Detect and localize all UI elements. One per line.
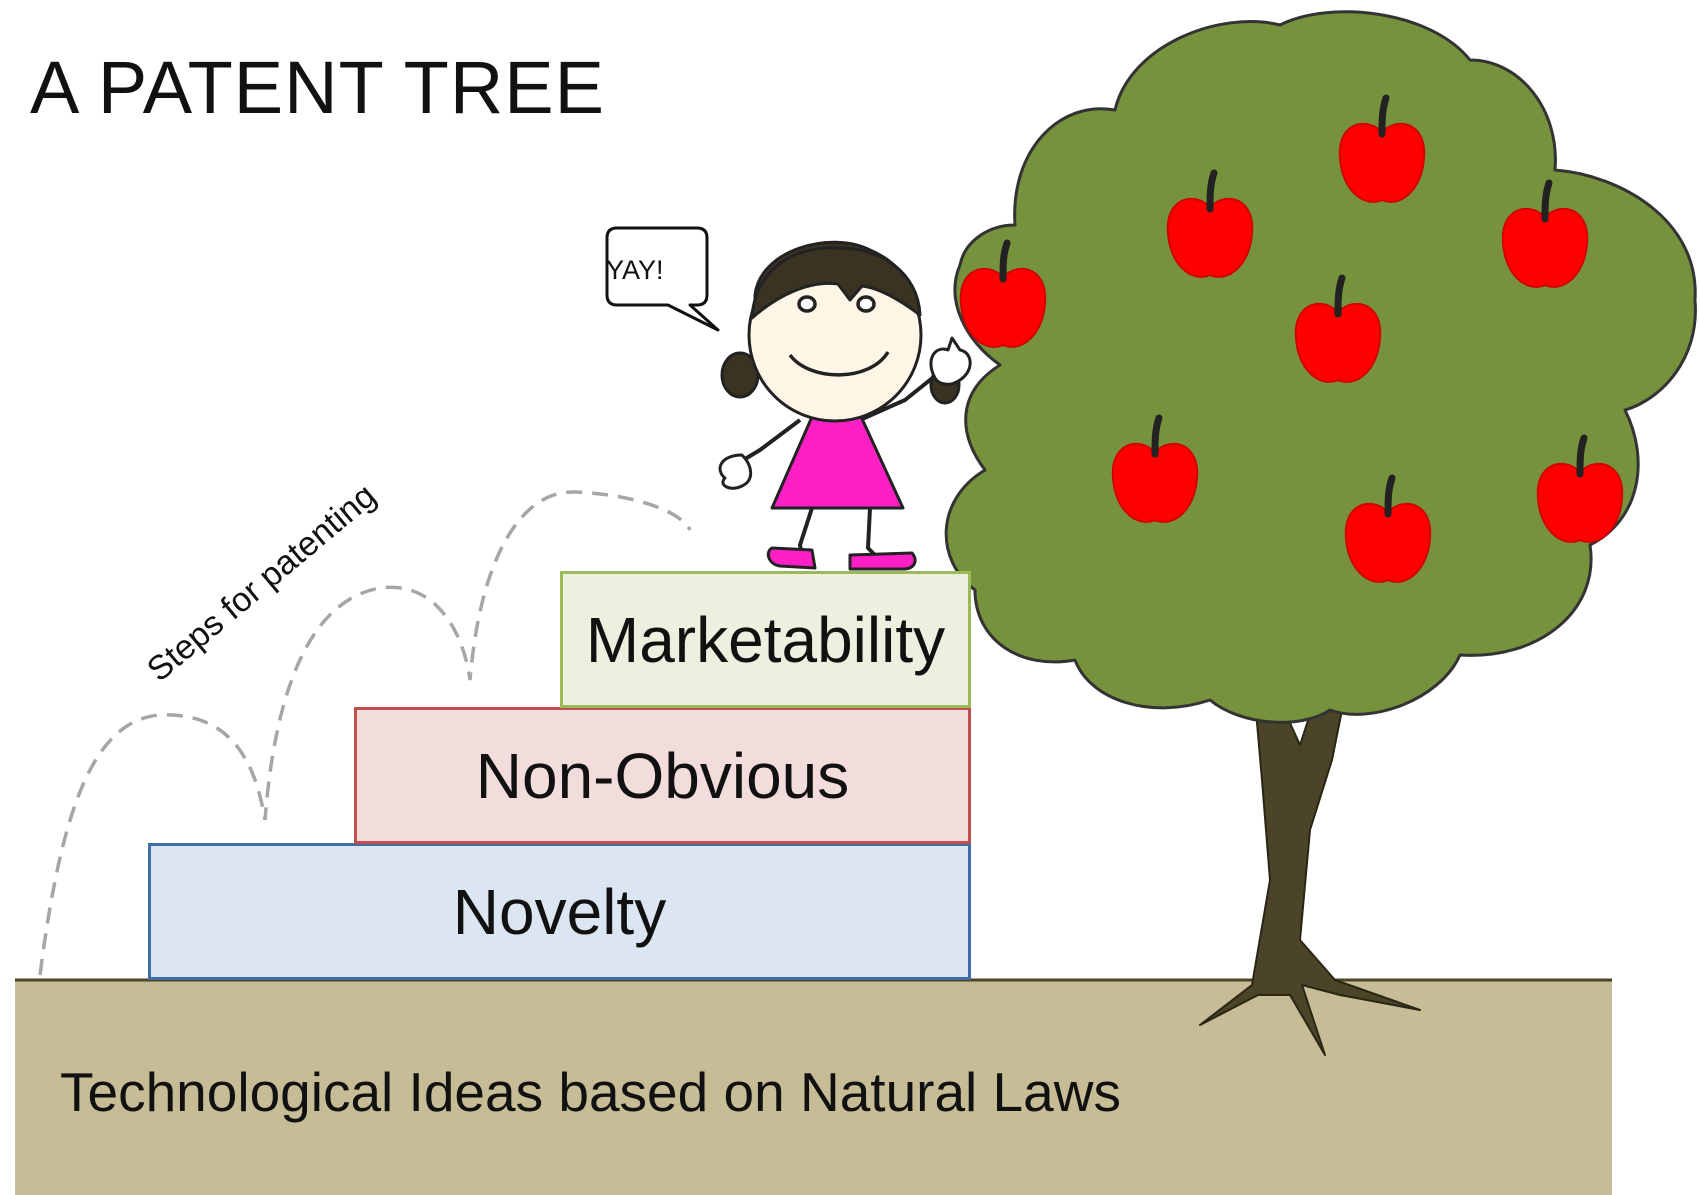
girl-figure [718, 240, 972, 571]
bangs [750, 246, 922, 320]
apple-icon [959, 239, 1047, 348]
apple-icon [1166, 169, 1254, 278]
speech-bubble [605, 226, 720, 332]
speech-text: YAY! [606, 255, 664, 285]
apple-icon [1501, 179, 1589, 288]
step-novelty-label: Novelty [452, 875, 667, 948]
smile [788, 351, 890, 377]
step-marketability-label: Marketability [585, 603, 946, 676]
apple-icon [1338, 94, 1426, 203]
apple-icon [1344, 474, 1432, 583]
hand-right [929, 336, 972, 386]
steps-path-dashed [38, 490, 692, 976]
hand-left [718, 453, 753, 490]
apple-icon [1294, 274, 1382, 383]
tree-trunk [1199, 689, 1421, 1056]
shoe-left [766, 546, 817, 570]
ground-label: Technological Ideas based on Natural Law… [60, 1061, 1121, 1123]
step-non-obvious-label: Non-Obvious [475, 739, 850, 812]
ground [15, 980, 1612, 1195]
step-marketability: Marketability [560, 571, 971, 708]
apple-icon [1111, 414, 1199, 523]
leg-right [866, 507, 877, 557]
eye-left [797, 295, 817, 313]
arm-right [859, 370, 942, 422]
eye-right [856, 295, 876, 313]
step-novelty: Novelty [148, 843, 971, 980]
apple-icon [1536, 434, 1624, 543]
apples [959, 94, 1624, 583]
leg-left [798, 507, 814, 556]
page-title: A PATENT TREE [30, 46, 606, 129]
step-non-obvious: Non-Obvious [354, 707, 971, 844]
arm-left [738, 418, 802, 464]
shoe-right [848, 551, 917, 571]
